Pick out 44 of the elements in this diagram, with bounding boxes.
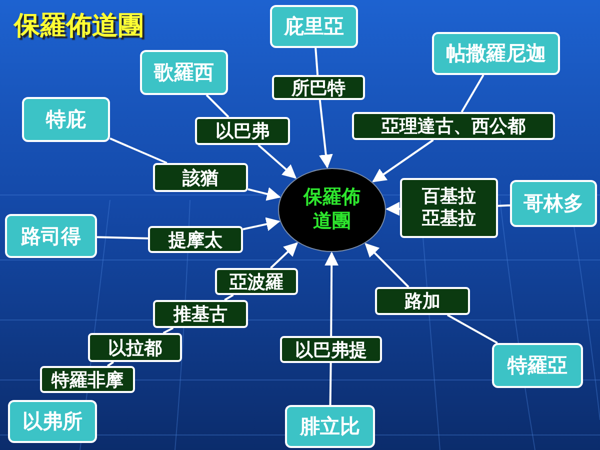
name-box: 路加 — [375, 287, 470, 315]
arrow — [324, 252, 339, 336]
city-box: 特羅亞 — [492, 343, 583, 388]
connector-line — [224, 294, 234, 301]
connector-line — [460, 74, 484, 112]
arrow — [364, 242, 410, 288]
name-text: 百基拉 — [422, 186, 476, 208]
connector-line — [110, 138, 168, 164]
name-box: 以拉都 — [88, 333, 182, 362]
city-box: 庇里亞 — [270, 5, 358, 48]
city-box: 路司得 — [5, 214, 97, 258]
arrow — [270, 242, 298, 269]
arrow — [258, 144, 297, 179]
arrow — [372, 139, 434, 182]
connector-line — [206, 94, 230, 118]
city-box: 歌羅西 — [140, 50, 228, 95]
name-text: 亞基拉 — [422, 208, 476, 230]
connector-line — [96, 236, 148, 240]
connector-line — [498, 204, 510, 207]
name-box: 以巴弗 — [195, 117, 290, 145]
name-box: 亞波羅 — [215, 268, 298, 295]
city-box: 哥林多 — [510, 180, 597, 227]
city-box: 特庇 — [22, 97, 110, 142]
team-ellipse: 保羅佈道團 — [278, 168, 386, 252]
name-box: 該猶 — [153, 163, 248, 192]
arrow — [386, 202, 400, 216]
name-box: 所巴特 — [272, 75, 365, 100]
name-box: 提摩太 — [148, 226, 243, 253]
arrow — [318, 100, 333, 169]
connector-line — [314, 48, 319, 76]
connector-line — [162, 327, 174, 334]
name-box: 特羅非摩 — [40, 366, 135, 393]
connector-line — [446, 314, 498, 344]
connector-line — [329, 362, 332, 406]
name-box: 亞理達古、西公都 — [352, 112, 555, 140]
name-box: 以巴弗提 — [280, 336, 382, 363]
arrow — [248, 187, 281, 201]
city-box: 腓立比 — [285, 405, 375, 448]
arrow — [242, 217, 280, 231]
name-box — [400, 178, 498, 238]
city-box: 以弗所 — [8, 400, 97, 443]
title: 保羅佈道團 — [14, 10, 144, 43]
name-box: 推基古 — [153, 300, 248, 328]
city-box: 帖撒羅尼迦 — [432, 32, 560, 75]
